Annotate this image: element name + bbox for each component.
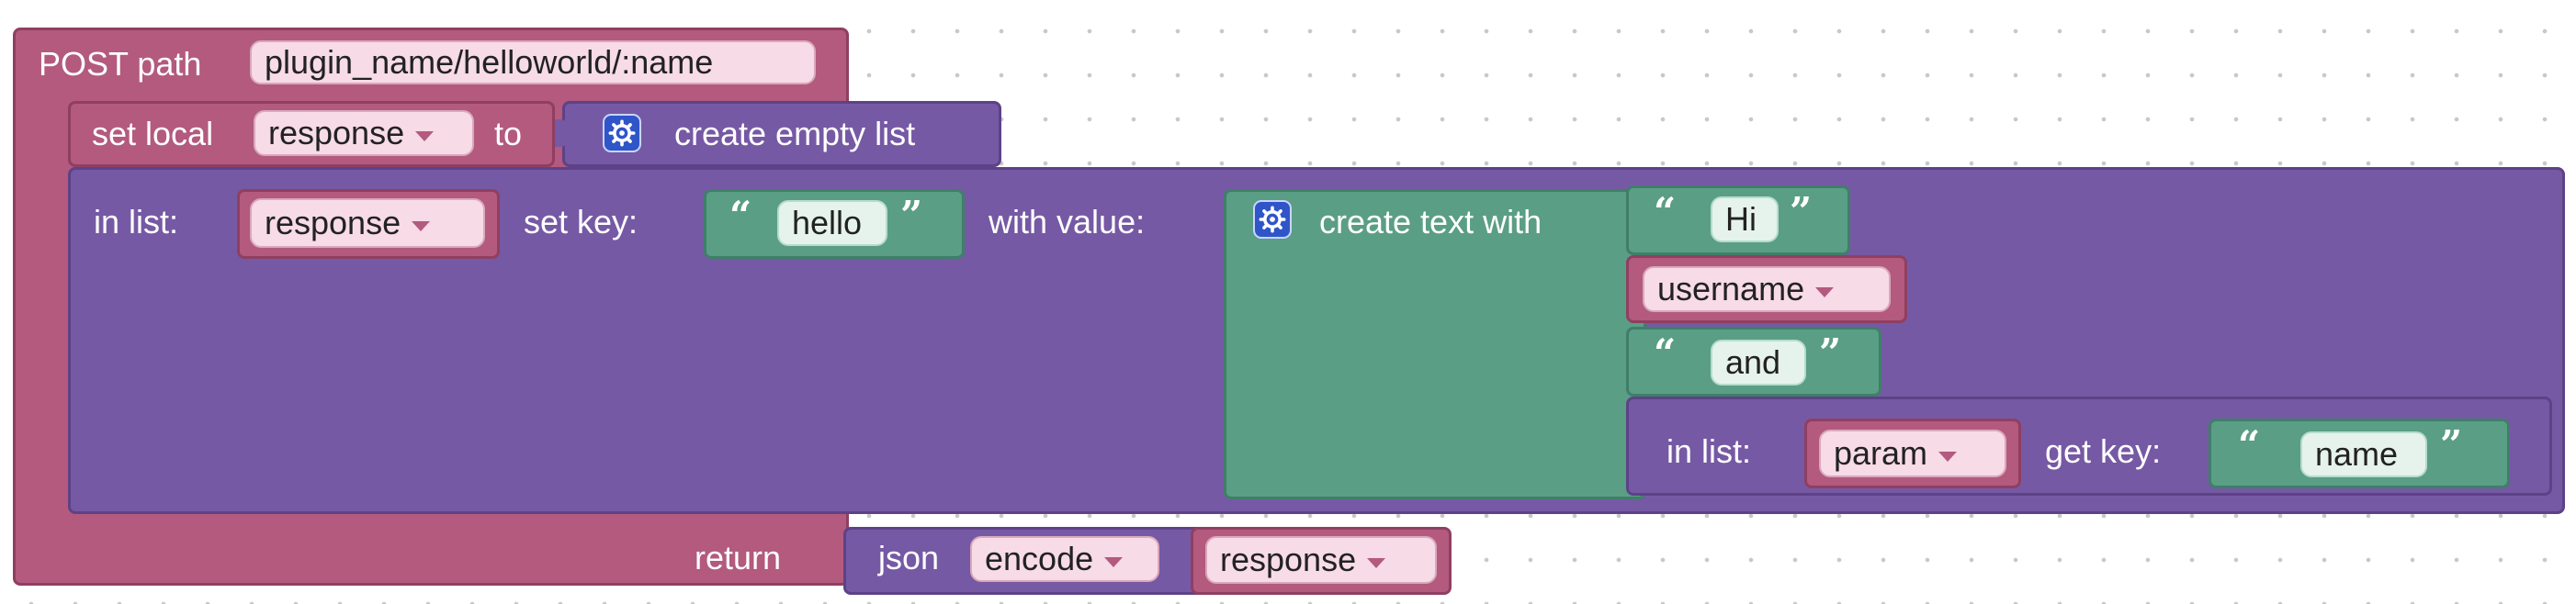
- route-path-field[interactable]: plugin_name/helloworld/:name: [250, 40, 816, 84]
- chevron-down-icon: [1104, 556, 1124, 567]
- create-empty-list-label: create empty list: [674, 115, 916, 152]
- response-list-dropdown[interactable]: response: [250, 198, 485, 248]
- return-label: return: [695, 539, 782, 576]
- response-return-dropdown[interactable]: response: [1205, 536, 1437, 584]
- with-value-label: with value:: [989, 203, 1146, 240]
- response-variable-text: response: [268, 114, 405, 151]
- post-path-label: POST path: [39, 45, 202, 83]
- name-text-field[interactable]: name: [2300, 431, 2427, 477]
- get-key-label: get key:: [2045, 432, 2162, 470]
- quote-close-icon: ”: [900, 193, 923, 238]
- in-list-label: in list:: [1666, 432, 1752, 470]
- set-key-label: set key:: [524, 203, 638, 240]
- chevron-down-icon: [1367, 557, 1386, 568]
- quote-open-icon: “: [1654, 330, 1677, 375]
- quote-close-icon: ”: [1790, 189, 1813, 234]
- chevron-down-icon: [1815, 286, 1835, 297]
- create-text-with-label: create text with: [1319, 203, 1542, 240]
- chevron-down-icon: [412, 220, 431, 231]
- to-label: to: [494, 115, 523, 152]
- json-action-text: encode: [985, 540, 1094, 577]
- and-text-field[interactable]: and: [1711, 340, 1806, 386]
- block-connector: [555, 119, 568, 147]
- quote-close-icon: ”: [2440, 422, 2463, 467]
- chevron-down-icon: [415, 130, 435, 141]
- create-text-block[interactable]: [1224, 189, 1646, 499]
- param-variable-dropdown[interactable]: param: [1819, 430, 2006, 477]
- json-action-dropdown[interactable]: encode: [970, 536, 1159, 582]
- quote-open-icon: “: [729, 193, 752, 238]
- quote-open-icon: “: [2238, 422, 2261, 467]
- hi-text-field[interactable]: Hi: [1711, 196, 1779, 242]
- json-label: json: [878, 539, 940, 576]
- response-variable-dropdown[interactable]: response: [254, 110, 474, 156]
- quote-close-icon: ”: [1819, 330, 1842, 375]
- quote-open-icon: “: [1654, 189, 1677, 234]
- chevron-down-icon: [1938, 451, 1958, 462]
- username-variable-dropdown[interactable]: username: [1643, 266, 1891, 312]
- username-variable-text: username: [1657, 270, 1805, 308]
- response-return-text: response: [1220, 541, 1357, 578]
- gear-icon[interactable]: [1253, 200, 1292, 239]
- in-list-label: in list:: [94, 203, 179, 240]
- gear-icon[interactable]: [603, 114, 641, 152]
- hello-text-field[interactable]: hello: [777, 200, 887, 246]
- response-list-text: response: [265, 204, 401, 241]
- param-variable-text: param: [1834, 434, 1928, 472]
- set-local-label: set local: [92, 115, 214, 152]
